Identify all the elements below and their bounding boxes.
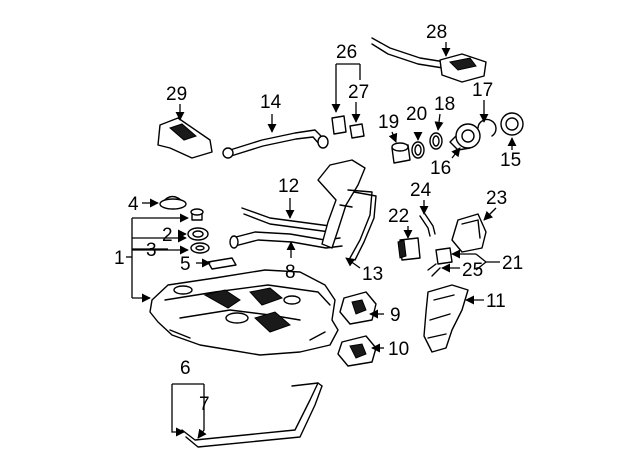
callout-21: 21 [502,253,523,274]
callout-13: 13 [362,264,383,285]
callout-7: 7 [199,394,210,415]
callout-11: 11 [486,291,506,312]
seal-washer [429,132,443,150]
fuel-filler-cap [500,112,524,136]
filler-neck [317,159,377,261]
pressure-regulator [397,237,421,261]
gasket-ring [187,227,209,241]
insulator-pad [207,257,237,270]
callout-15: 15 [500,150,521,171]
pump-hose [427,263,441,277]
callout-20: 20 [406,104,427,125]
bolt [190,208,204,221]
callout-17: 17 [472,80,493,101]
callout-10: 10 [388,339,409,360]
fuel-pump [435,247,453,265]
callout-2: 2 [162,225,173,246]
fuel-tank [149,269,339,356]
callout-22: 22 [388,206,409,227]
callout-25: 25 [462,260,483,281]
fuel-line-tube [419,213,436,237]
snap-ring [477,118,497,137]
gauge-bracket [339,291,377,325]
hose-clip [331,115,365,139]
tank-strap [181,382,323,448]
callout-3: 3 [146,240,157,261]
charcoal-canister [371,37,487,83]
callout-12: 12 [278,176,299,197]
sender-bracket [337,335,377,367]
vapor-hose [222,129,329,159]
fuel-sender-unit [451,213,487,253]
filter-cup [391,142,411,164]
callout-26: 26 [336,42,357,63]
callout-29: 29 [166,84,187,105]
fuel-pump-module [449,123,481,151]
callout-1: 1 [114,248,125,269]
o-ring [411,141,425,159]
heat-shield [423,284,469,353]
callout-19: 19 [378,112,399,133]
vent-tube [241,207,331,233]
callout-23: 23 [486,188,507,209]
callout-9: 9 [390,305,401,326]
callout-28: 28 [426,22,447,43]
seal-ring [190,242,210,254]
callout-27: 27 [348,82,369,103]
callout-6: 6 [180,358,191,379]
callout-14: 14 [260,92,282,113]
cover-cap [159,195,187,210]
callout-8: 8 [285,262,296,283]
callout-16: 16 [430,158,451,179]
callout-5: 5 [180,254,191,275]
callout-18: 18 [434,94,455,115]
callout-24: 24 [410,180,432,201]
mounting-bracket [157,117,213,159]
callout-4: 4 [128,194,139,215]
